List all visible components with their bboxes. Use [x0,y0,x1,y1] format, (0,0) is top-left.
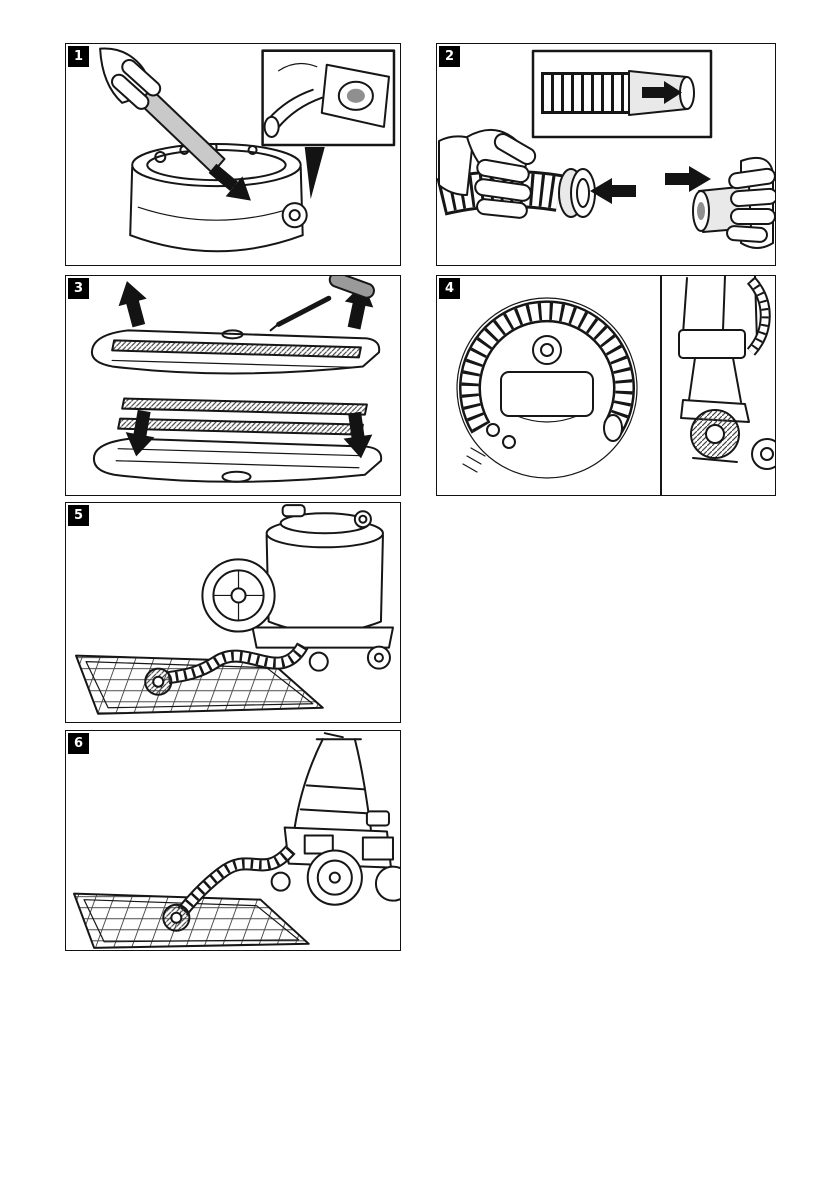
tank-top-view-with-coiled-hose [456,297,638,479]
insert-arrow-left [125,409,155,457]
figure-panel-2: 2 [436,43,776,266]
figure-panel-5: 5 [65,502,401,723]
figure-number-badge: 4 [439,278,460,299]
figure-panel-1: 1 [65,43,401,266]
figure-number-badge: 5 [68,505,89,526]
filter-removal-illustration [99,47,396,253]
insert-direction-arrow [642,81,682,104]
detail-pointer [304,146,325,200]
insert-arrow-right [343,411,373,459]
figure-number-badge: 2 [439,46,460,67]
screwdriver-icon [269,276,375,332]
pull-apart-arrow-right [665,166,711,192]
figure-panel-6: 6 [65,730,401,951]
nozzle-top-with-strips [90,329,381,375]
hose-end-detail-inset [531,49,713,139]
figure-number-badge: 1 [68,46,89,67]
left-hand-with-hose [437,129,596,219]
brush-nozzle [144,667,173,696]
right-hand-with-adapter [692,157,775,249]
tank-vacuum-machine [201,504,394,672]
brush-strips [117,397,368,436]
removal-direction-arrow [208,163,251,201]
hose-adapter-illustration [437,49,775,249]
upright-machine [270,732,400,906]
grid-mat [73,892,310,949]
tank-vacuum-mat-illustration [75,504,394,715]
remove-arrow-left [118,281,147,328]
suction-hose [167,642,309,685]
figure-panel-4: 4 [436,275,776,496]
figure-panel-3: 3 [65,275,401,496]
suction-hose [177,844,296,916]
brush-nozzle [162,903,191,932]
inlet-detail-inset [261,49,396,147]
upright-machine-mat-illustration [73,732,400,949]
figure-number-badge: 3 [68,278,89,299]
brush-strip-illustration [90,276,383,483]
hose-storage-illustration [456,276,775,495]
upright-machine-detail [678,276,775,470]
pull-apart-arrow-left [590,178,636,204]
figure-number-badge: 6 [68,733,89,754]
nozzle-base-tray [92,437,383,483]
